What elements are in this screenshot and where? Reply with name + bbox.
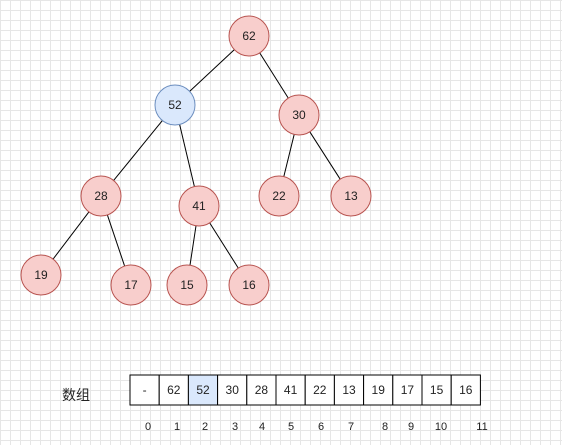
tree-node-circle bbox=[20, 254, 62, 296]
array-cell-value: 28 bbox=[255, 383, 269, 397]
array-index: 10 bbox=[435, 421, 447, 433]
array-index: 7 bbox=[348, 421, 354, 433]
array-index: 1 bbox=[174, 421, 180, 433]
array-index: 5 bbox=[288, 421, 294, 433]
tree-edge bbox=[52, 211, 90, 260]
tree-node-circle bbox=[154, 84, 196, 126]
tree-node-label: 30 bbox=[292, 108, 306, 122]
tree-edge bbox=[189, 49, 235, 92]
tree-edge bbox=[113, 120, 163, 181]
tree-node: 28 bbox=[80, 175, 122, 217]
array-index: 6 bbox=[318, 421, 324, 433]
tree-node-circle bbox=[166, 264, 208, 306]
array-cell-value: 62 bbox=[167, 383, 181, 397]
tree-edge bbox=[283, 134, 295, 177]
array-cell-value: 17 bbox=[401, 383, 415, 397]
array-cell bbox=[246, 374, 277, 406]
array-label: 数组 bbox=[62, 387, 90, 403]
tree-edge bbox=[189, 225, 197, 266]
array-cell bbox=[450, 374, 481, 406]
tree-node-label: 13 bbox=[344, 189, 358, 203]
array-cell bbox=[392, 374, 423, 406]
tree-node: 19 bbox=[20, 254, 62, 296]
tree-node-label: 28 bbox=[94, 189, 108, 203]
tree-node-circle bbox=[278, 94, 320, 136]
array-index: 0 bbox=[145, 421, 151, 433]
tree-node-label: 19 bbox=[34, 268, 48, 282]
tree-node: 52 bbox=[154, 84, 196, 126]
array-cell bbox=[187, 374, 219, 406]
tree-node-label: 52 bbox=[168, 98, 182, 112]
tree-node: 13 bbox=[330, 175, 372, 217]
array-cells: - 62 52 30 28 41 22 13 19 17 15 16 bbox=[129, 374, 481, 406]
array-index: 3 bbox=[232, 421, 238, 433]
tree-node-label: 41 bbox=[192, 199, 206, 213]
tree-edge bbox=[179, 124, 195, 187]
tree-node-circle bbox=[178, 185, 220, 227]
tree-node-circle bbox=[80, 175, 122, 217]
tree-edge bbox=[106, 214, 126, 267]
tree-node-label: 17 bbox=[124, 278, 138, 292]
tree-node: 62 bbox=[228, 15, 270, 57]
tree-node-label: 62 bbox=[242, 29, 256, 43]
tree-node: 15 bbox=[166, 264, 208, 306]
array-indices: 0 1 2 3 4 5 6 7 8 9 10 11 bbox=[145, 421, 488, 433]
tree-node-circle bbox=[110, 264, 152, 306]
array-cell-value: 15 bbox=[430, 383, 444, 397]
array-cell-value: 19 bbox=[372, 383, 386, 397]
tree-node-label: 22 bbox=[272, 189, 286, 203]
tree-edge bbox=[259, 52, 289, 99]
tree-node: 22 bbox=[258, 175, 300, 217]
tree-node-circle bbox=[330, 175, 372, 217]
tree-edge bbox=[209, 222, 239, 269]
tree-node-label: 15 bbox=[180, 278, 194, 292]
array-cell-value: 16 bbox=[459, 383, 473, 397]
array-index: 4 bbox=[259, 421, 265, 433]
array-cell-value: 30 bbox=[226, 383, 240, 397]
tree-node: 41 bbox=[178, 185, 220, 227]
tree-node: 30 bbox=[278, 94, 320, 136]
tree-node: 16 bbox=[228, 264, 270, 306]
array-cell-value: 52 bbox=[196, 383, 210, 397]
array-cell-value: 13 bbox=[342, 383, 356, 397]
tree-node-label: 16 bbox=[242, 278, 256, 292]
array-index: 8 bbox=[382, 421, 388, 433]
array-index: 11 bbox=[476, 421, 487, 433]
array-cell-value: 22 bbox=[313, 383, 327, 397]
array-cell-value: 41 bbox=[284, 383, 298, 397]
array-cell bbox=[421, 374, 452, 406]
tree-node: 17 bbox=[110, 264, 152, 306]
tree-edge bbox=[309, 131, 341, 180]
tree-edges bbox=[52, 49, 341, 269]
tree-node-circle bbox=[228, 264, 270, 306]
tree-nodes: 62 52 30 28 41 22 13 19 17 15 16 bbox=[20, 15, 372, 306]
array-index: 2 bbox=[202, 421, 208, 433]
tree-node-circle bbox=[228, 15, 270, 57]
array-cell bbox=[304, 374, 335, 406]
array-cell-value: - bbox=[143, 383, 147, 397]
array-cell bbox=[333, 374, 365, 406]
tree-node-circle bbox=[258, 175, 300, 217]
array-index: 9 bbox=[408, 421, 414, 433]
